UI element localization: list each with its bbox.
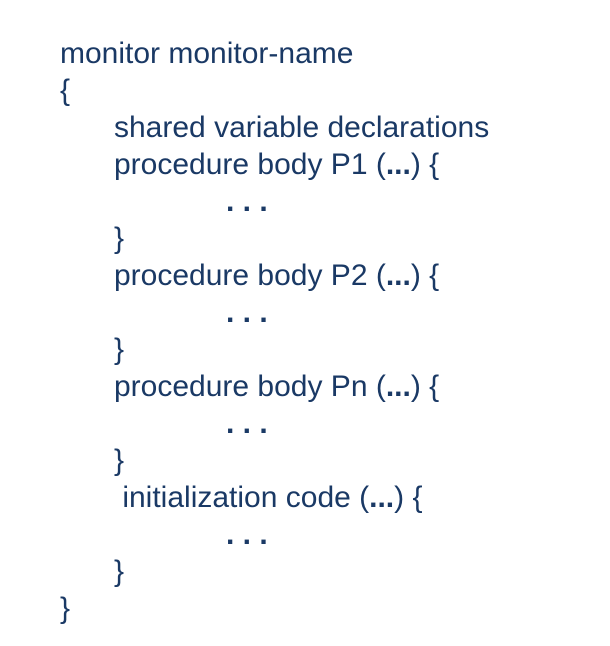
code-segment: ) { xyxy=(394,481,423,514)
code-segment: ) { xyxy=(410,370,440,403)
code-segment: ... xyxy=(385,148,411,181)
code-line: . . . xyxy=(0,405,610,442)
code-segment: ) { xyxy=(410,148,440,181)
code-segment: } xyxy=(114,555,125,588)
code-line: initialization code (...) { xyxy=(0,479,610,516)
code-segment: procedure body P2 ( xyxy=(114,259,386,292)
code-line: . . . xyxy=(0,183,610,220)
code-segment: monitor monitor-name xyxy=(60,37,354,70)
code-segment: ) { xyxy=(410,259,440,292)
code-line: { xyxy=(0,72,610,109)
code-segment: initialization code ( xyxy=(114,481,370,514)
code-segment: { xyxy=(60,74,71,107)
code-segment: . . . xyxy=(226,185,268,218)
code-segment: } xyxy=(114,222,125,255)
code-segment: . . . xyxy=(226,518,268,551)
code-line: . . . xyxy=(0,294,610,331)
code-line: . . . xyxy=(0,516,610,553)
code-line: } xyxy=(0,590,610,627)
code-line: procedure body P1 (...) { xyxy=(0,146,610,183)
monitor-pseudocode-block: monitor monitor-name { shared variable dec… xyxy=(0,35,610,627)
code-line: procedure body P2 (...) { xyxy=(0,257,610,294)
code-segment: shared variable declarations xyxy=(114,111,490,144)
code-lines: monitor monitor-name { shared variable dec… xyxy=(0,35,610,627)
code-segment: . . . xyxy=(226,407,268,440)
code-segment: ... xyxy=(369,481,395,514)
code-segment: ... xyxy=(385,370,411,403)
code-segment: procedure body Pn ( xyxy=(114,370,386,403)
code-line: } xyxy=(0,331,610,368)
code-line: procedure body Pn (...) { xyxy=(0,368,610,405)
code-line: monitor monitor-name xyxy=(0,35,610,72)
code-line: } xyxy=(0,220,610,257)
code-segment: ... xyxy=(385,259,411,292)
code-segment: } xyxy=(114,333,125,366)
code-line: } xyxy=(0,553,610,590)
code-segment: } xyxy=(60,592,71,625)
code-line: shared variable declarations xyxy=(0,109,610,146)
code-line: } xyxy=(0,442,610,479)
code-segment: procedure body P1 ( xyxy=(114,148,386,181)
code-segment: } xyxy=(114,444,125,477)
code-segment: . . . xyxy=(226,296,268,329)
